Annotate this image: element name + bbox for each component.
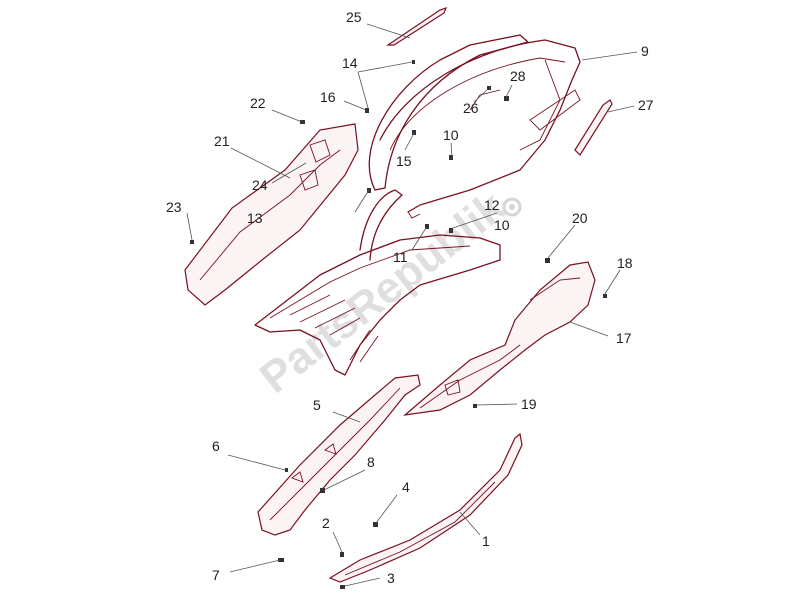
floor-board (254, 189, 501, 376)
fastener-22 (300, 120, 305, 124)
callout-11: 11 (393, 249, 408, 265)
callout-19: 19 (521, 396, 537, 412)
callout-10b: 10 (494, 217, 510, 233)
callout-4: 4 (402, 479, 410, 495)
fastener-23 (190, 240, 194, 244)
callout-14: 14 (342, 55, 358, 71)
callout-18: 18 (617, 255, 633, 271)
fastener-19 (473, 404, 477, 408)
callout-5: 5 (313, 397, 321, 413)
callout-20: 20 (572, 210, 588, 226)
fastener-7 (278, 558, 284, 562)
callout-22: 22 (250, 95, 266, 111)
fastener-15 (412, 130, 416, 135)
callout-17: 17 (616, 330, 632, 346)
callout-25: 25 (346, 9, 362, 25)
watermark-gear-icon (502, 197, 522, 217)
fastener-16 (365, 108, 369, 113)
callout-16: 16 (320, 89, 336, 105)
callout-13: 13 (247, 210, 263, 226)
fastener-28 (504, 96, 509, 101)
callout-1: 1 (482, 533, 490, 549)
fastener-2 (340, 552, 344, 557)
callout-28: 28 (510, 68, 526, 84)
callout-21: 21 (214, 133, 230, 149)
fastener-20 (545, 258, 550, 263)
callout-10a: 10 (443, 127, 459, 143)
callout-24: 24 (252, 177, 268, 193)
callout-8: 8 (367, 454, 375, 470)
fastener-4 (373, 522, 378, 527)
fastener-10b (449, 228, 453, 233)
callout-15: 15 (396, 153, 412, 169)
part-5-lower-side-panel (257, 374, 421, 536)
callout-12: 12 (484, 197, 500, 213)
fastener-14 (412, 60, 415, 64)
fastener-18 (603, 294, 607, 298)
callout-26: 26 (463, 100, 479, 116)
callout-27: 27 (638, 97, 654, 113)
fastener-3 (340, 585, 345, 589)
part-1-lower-trim (328, 432, 523, 583)
callout-2: 2 (322, 515, 330, 531)
callout-6: 6 (212, 438, 220, 454)
part-25-trim (386, 7, 448, 46)
part-24-frame-rail (368, 34, 529, 191)
fastener-6 (285, 468, 288, 472)
callout-7: 7 (212, 567, 220, 583)
part-27-strip (574, 99, 613, 156)
callout-3: 3 (387, 570, 395, 586)
callout-9: 9 (641, 43, 649, 59)
fastener-8 (320, 488, 325, 493)
part-17-rear-lower-cover (403, 261, 596, 416)
leader-lines (186, 23, 638, 587)
callout-23: 23 (166, 199, 182, 215)
part-21-front-side-panel (184, 123, 359, 306)
fastener-10a (449, 155, 453, 160)
callout-labels: 25 9 14 28 16 22 26 27 21 10 15 24 13 23… (166, 9, 654, 586)
fastener-11 (425, 224, 429, 229)
fastener-26 (487, 86, 491, 90)
